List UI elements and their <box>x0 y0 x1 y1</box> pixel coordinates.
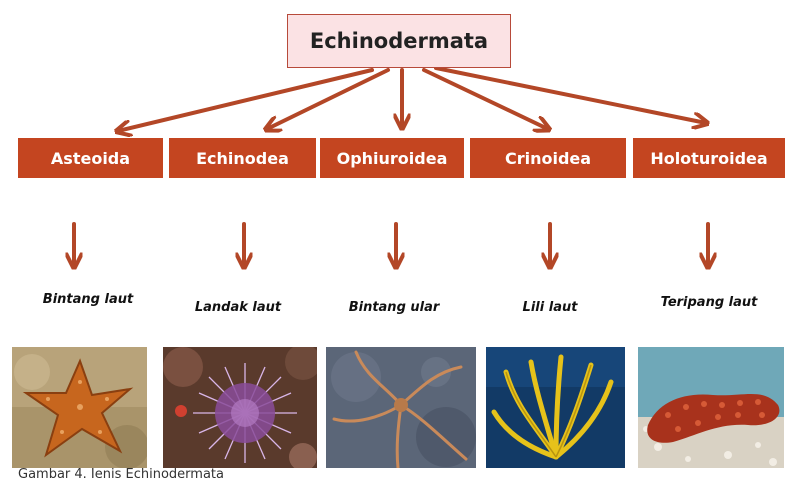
photo-brittle-star <box>326 347 476 468</box>
figure-caption: Gambar 4. Jenis Echinodermata <box>18 468 224 478</box>
class-node-label: Asteoida <box>51 149 130 168</box>
root-node-echinodermata: Echinodermata <box>287 14 511 68</box>
class-node-crinoidea: Crinoidea <box>470 138 626 178</box>
class-node-label: Echinodea <box>196 149 289 168</box>
class-node-echinodea: Echinodea <box>169 138 316 178</box>
common-name-lili-laut: Lili laut <box>523 300 578 315</box>
photo-sea-lily <box>486 347 625 468</box>
root-node-label: Echinodermata <box>310 29 488 53</box>
common-name-bintang-laut: Bintang laut <box>43 292 133 307</box>
arrow-root-to-asteoida <box>118 70 372 131</box>
photo-sea-star <box>12 347 147 468</box>
class-node-holoturoidea: Holoturoidea <box>633 138 785 178</box>
class-node-asteoida: Asteoida <box>18 138 163 178</box>
common-name-bintang-ular: Bintang ular <box>349 300 440 315</box>
photo-sea-urchin <box>163 347 317 468</box>
class-node-ophiuroidea: Ophiuroidea <box>320 138 464 178</box>
class-node-label: Ophiuroidea <box>337 149 448 168</box>
common-name-landak-laut: Landak laut <box>195 300 281 315</box>
class-node-label: Holoturoidea <box>650 149 767 168</box>
class-node-label: Crinoidea <box>505 149 591 168</box>
common-name-teripang-laut: Teripang laut <box>661 295 758 310</box>
photo-sea-cucumber <box>638 347 784 468</box>
